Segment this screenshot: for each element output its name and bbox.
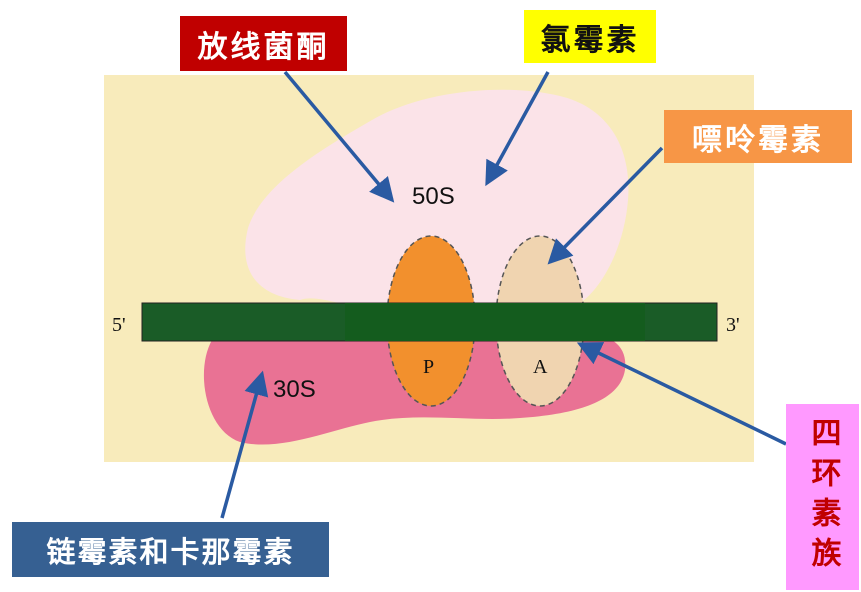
label-30s: 30S — [273, 376, 316, 403]
label-3-prime: 3' — [726, 314, 740, 336]
arrow-streptomycin-kanamycin — [220, 370, 269, 519]
arrow-chloramphenicol — [485, 71, 550, 187]
label-tetracyclines: 四环素族 — [786, 404, 859, 590]
label-puromycin: 嘌呤霉素 — [664, 110, 852, 163]
mrna-core — [345, 303, 645, 341]
arrow-tetracyclines — [576, 342, 787, 446]
arrow-actinone — [283, 70, 395, 203]
label-chloramphenicol: 氯霉素 — [524, 10, 656, 63]
arrow-puromycin — [547, 146, 664, 265]
label-a-site: A — [533, 356, 548, 378]
label-p-site: P — [423, 356, 434, 378]
label-50s: 50S — [412, 183, 455, 210]
label-streptomycin-kanamycin: 链霉素和卡那霉素 — [12, 522, 329, 577]
label-5-prime: 5' — [112, 314, 126, 336]
label-actinone: 放线菌酮 — [180, 16, 347, 71]
